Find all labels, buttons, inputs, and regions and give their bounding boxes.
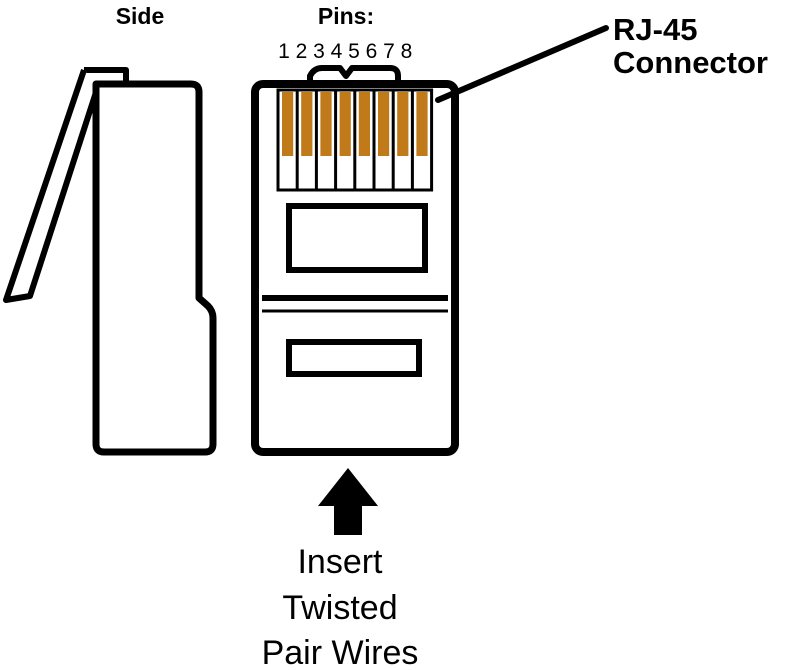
side-view	[3, 67, 217, 456]
pin-number-1: 1	[278, 40, 290, 63]
connector-title-line1: RJ-45	[613, 12, 697, 47]
pin-number-8: 8	[401, 40, 413, 63]
insert-instruction-line2: Twisted	[282, 589, 397, 627]
pin-number-2: 2	[296, 40, 308, 63]
pin-contact-5	[358, 92, 370, 156]
pin-slots	[276, 88, 434, 192]
insert-instruction-line3: Pair Wires	[262, 634, 419, 670]
connector-title-line2: Connector	[613, 45, 768, 80]
front-view	[251, 65, 459, 456]
pin-contact-1	[282, 92, 294, 156]
pins-label: Pins:	[318, 3, 374, 29]
pin-contact-6	[378, 92, 390, 156]
insert-instruction-line1: Insert	[297, 543, 383, 581]
pin-number-4: 4	[331, 40, 343, 63]
front-view-upper-window	[286, 203, 428, 273]
side-view-latch	[3, 69, 101, 303]
side-label: Side	[116, 3, 165, 29]
pin-number-6: 6	[366, 40, 378, 63]
pin-contact-2	[301, 92, 313, 156]
pin-number-7: 7	[383, 40, 395, 63]
pin-contact-8	[416, 92, 428, 156]
pin-contact-4	[339, 92, 351, 156]
pin-contact-3	[320, 92, 332, 156]
front-view-lower-window	[286, 339, 422, 377]
up-arrow-icon	[318, 468, 378, 535]
pin-number-5: 5	[348, 40, 360, 63]
side-view-body	[92, 80, 217, 456]
pin-number-3: 3	[313, 40, 325, 63]
connector-leader-line	[435, 25, 609, 103]
pin-contact-7	[397, 92, 409, 156]
